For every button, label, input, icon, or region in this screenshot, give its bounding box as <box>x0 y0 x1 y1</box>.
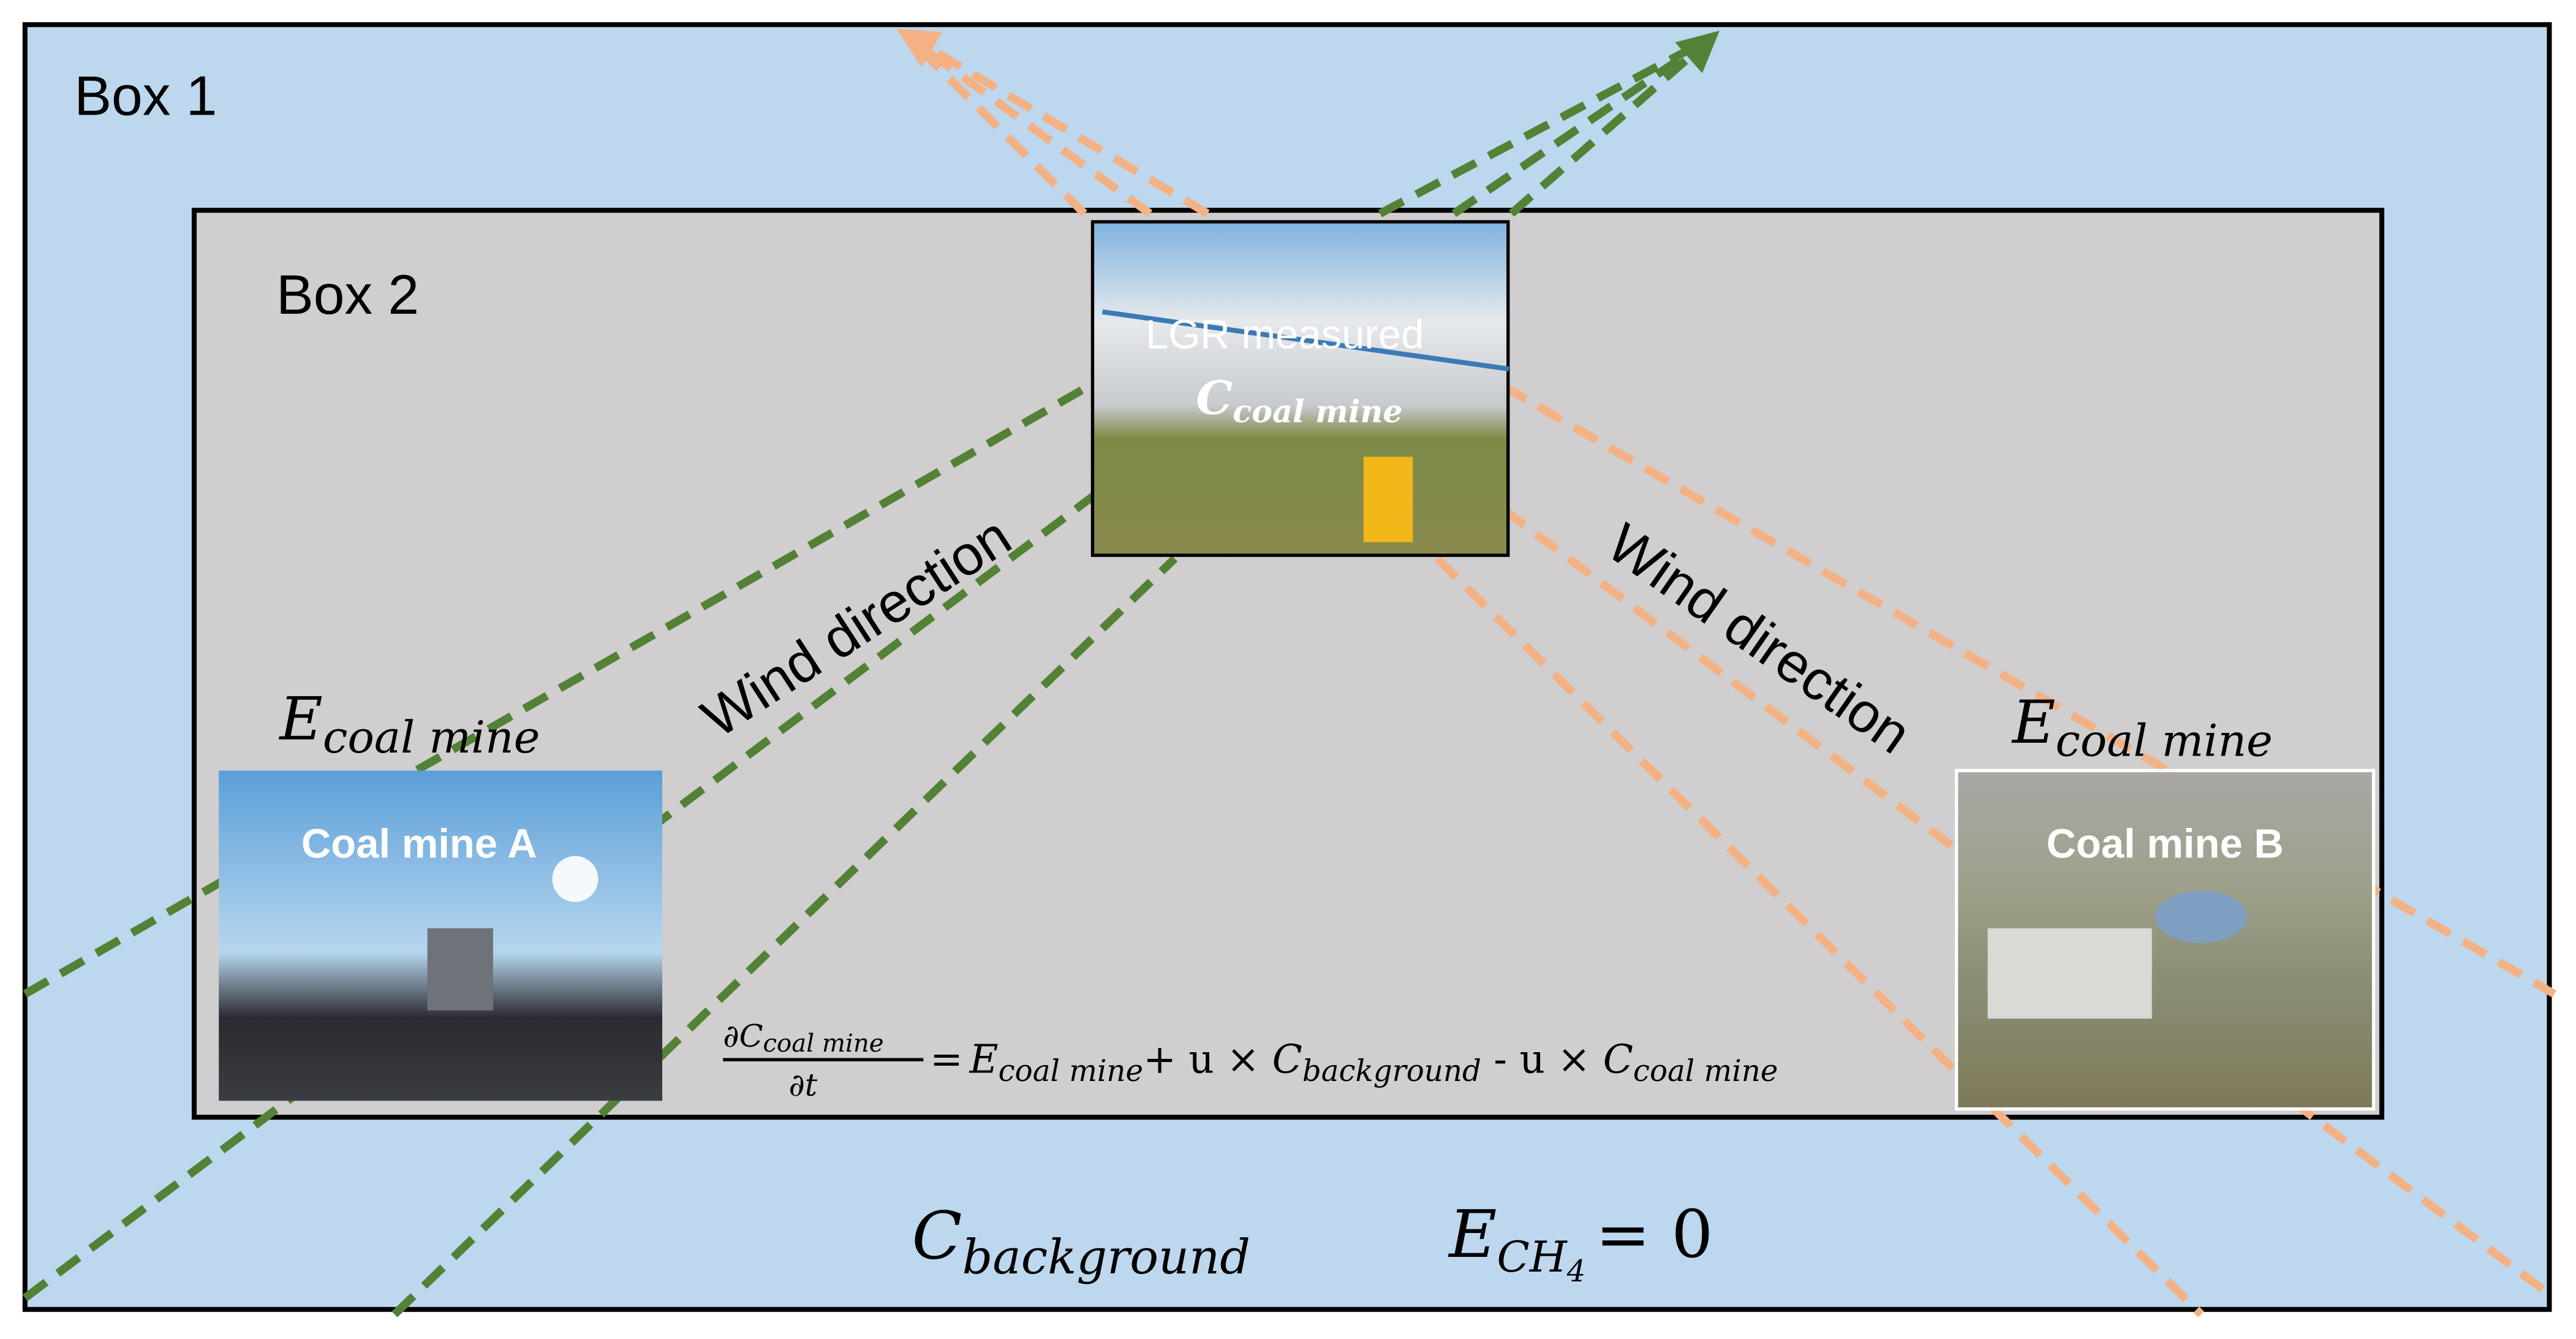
eq-term1: E <box>969 1037 999 1083</box>
background-c: C <box>912 1198 962 1275</box>
mass-balance-equation: ∂Ccoal mine ∂t =Ecoal mine+ u × Cbackgro… <box>723 1018 1778 1104</box>
emission-a: E <box>278 684 322 753</box>
eq-term2: C <box>1272 1037 1302 1083</box>
eq-term3: C <box>1603 1037 1633 1083</box>
background-e-sub2: 4 <box>1566 1254 1586 1289</box>
green-wind-arrow <box>1508 31 1720 217</box>
svg-text:Ecoal mine: Ecoal mine <box>278 684 540 763</box>
eq-denominator: ∂t <box>788 1068 817 1104</box>
eq-term2-sub: background <box>1302 1054 1481 1088</box>
green-wind-line <box>23 377 1100 998</box>
coal-mine-b-label: Coal mine B <box>2047 821 2284 867</box>
emission-b-sub: coal mine <box>2055 715 2273 767</box>
background-e: E <box>1448 1196 1497 1273</box>
station-c: C <box>1196 371 1233 425</box>
eq-minus: - u × <box>1481 1037 1603 1083</box>
eq-numerator-sub: coal mine <box>763 1030 884 1058</box>
coal-mine-a-label: Coal mine A <box>301 821 537 867</box>
box-2-label: Box 2 <box>276 264 419 326</box>
emission-a-sub: coal mine <box>323 712 540 764</box>
green-wind-line <box>1378 36 1710 218</box>
station-c-sub: coal mine <box>1233 393 1403 430</box>
green-wind-line <box>391 555 1178 1318</box>
orange-wind-arrow <box>896 28 1210 218</box>
eq-equals: = <box>930 1037 963 1083</box>
eq-numerator: ∂C <box>723 1018 763 1055</box>
coal-mine-b-photo: Coal mine B <box>1954 768 2376 1111</box>
orange-wind-line <box>904 32 1153 217</box>
coal-mine-a-photo: Coal mine A <box>219 770 663 1101</box>
eq-term1-sub: coal mine <box>999 1054 1143 1088</box>
background-e-value: = 0 <box>1595 1196 1713 1273</box>
station-photo: LGR measured Ccoal mine <box>1090 220 1510 557</box>
svg-text:Ecoal mine: Ecoal mine <box>2011 688 2273 767</box>
eq-plus: + u × <box>1143 1037 1272 1083</box>
svg-text:Cbackground: Cbackground <box>912 1198 1250 1285</box>
svg-text:ECH4= 0: ECH4 = 0 <box>1448 1196 1713 1289</box>
svg-text:∂Ccoal mine: ∂Ccoal mine <box>723 1018 883 1058</box>
orange-wind-line <box>1434 555 2204 1318</box>
background-c-sub: background <box>962 1230 1250 1285</box>
box-1-label: Box 1 <box>74 65 217 127</box>
station-label: LGR measured <box>1146 311 1424 357</box>
green-wind-line <box>1451 36 1711 218</box>
background-e-sub: CH <box>1497 1232 1568 1282</box>
svg-text:=Ecoal mine+ u × Cbackground -: =Ecoal mine+ u × Cbackground - u × Ccoal… <box>930 1037 1778 1088</box>
svg-text:Ccoal mine: Ccoal mine <box>1196 371 1402 430</box>
emission-b: E <box>2011 688 2055 757</box>
eq-term3-sub: coal mine <box>1633 1054 1778 1088</box>
